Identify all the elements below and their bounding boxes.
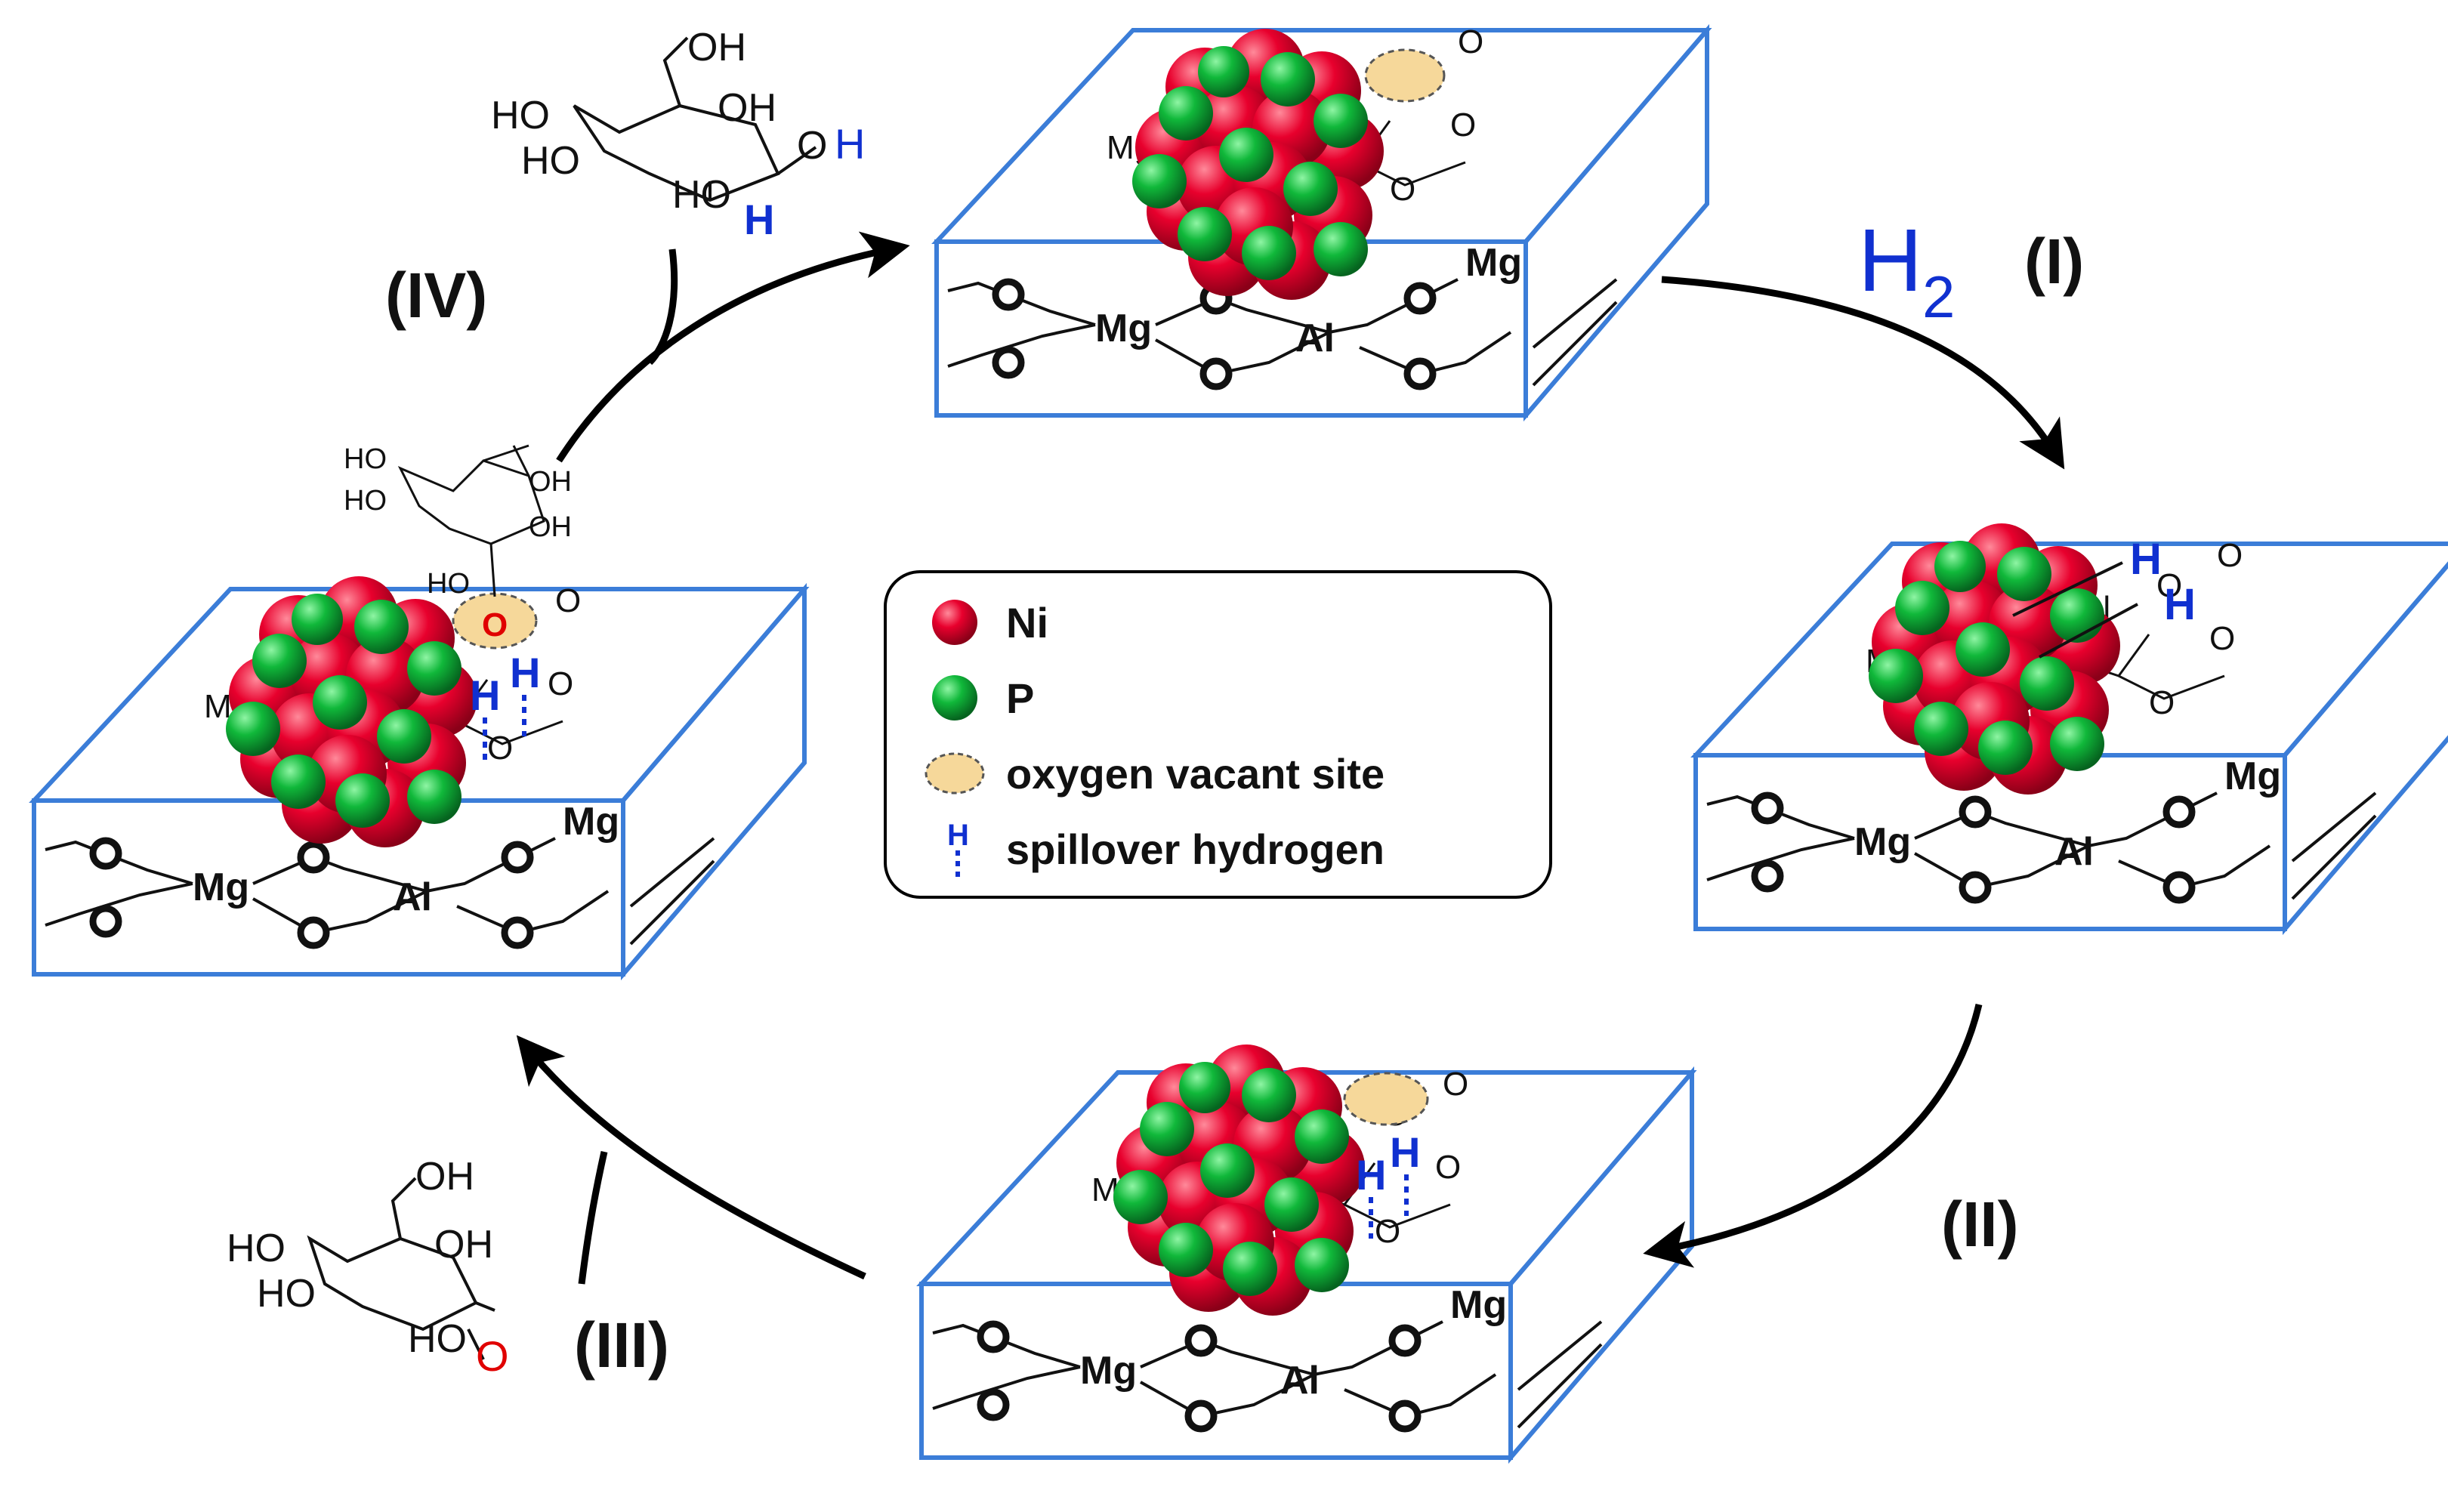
svg-text:OH: OH: [434, 1223, 493, 1267]
arrow-step-iv: [556, 231, 910, 463]
svg-text:OH: OH: [718, 86, 776, 130]
legend-label: Ni: [1006, 599, 1048, 646]
panel-left: O H H HO HO OH OH HO: [34, 443, 804, 974]
legend: Ni P oxygen vacant site H spillover hydr…: [884, 570, 1552, 899]
svg-text:OH: OH: [529, 511, 572, 543]
panel-top: [937, 23, 1707, 415]
step-label-iii: (III): [574, 1310, 669, 1381]
ni-sphere-icon: [932, 600, 977, 645]
svg-text:HO: HO: [227, 1227, 286, 1270]
svg-text:H: H: [1356, 1151, 1386, 1199]
p-sphere-icon: [932, 675, 977, 721]
legend-item-ni: Ni: [887, 585, 1549, 660]
added-h-oh: H: [835, 120, 865, 168]
h-atom-1: H: [2130, 535, 2162, 584]
step-label-i: (I): [2024, 226, 2084, 297]
arrow-step-iv-inlet: [647, 248, 678, 366]
legend-item-p: P: [887, 660, 1549, 736]
arrow-step-ii: [1643, 1003, 1983, 1268]
svg-text:H: H: [947, 819, 969, 852]
svg-text:HO: HO: [344, 443, 387, 475]
legend-label: spillover hydrogen: [1006, 825, 1385, 873]
svg-text:HO: HO: [408, 1317, 467, 1361]
svg-text:H: H: [1390, 1128, 1420, 1176]
svg-text:OH: OH: [529, 466, 572, 498]
sorbitol-molecule: HO HO OH OH O HO H H: [491, 26, 865, 243]
vacancy-ellipse-icon: [925, 752, 985, 795]
legend-item-spillover: H spillover hydrogen: [887, 811, 1549, 887]
h-atom-2: H: [2164, 580, 2196, 629]
svg-text:HO: HO: [521, 139, 580, 183]
svg-text:2: 2: [1922, 264, 1955, 330]
step-label-ii: (II): [1941, 1189, 2019, 1260]
legend-label: oxygen vacant site: [1006, 750, 1385, 798]
panel-bottom: H H: [921, 1045, 1692, 1458]
svg-text:H: H: [510, 649, 540, 696]
h2-reagent: H 2: [1858, 211, 1955, 330]
glucose-molecule: HO HO OH OH HO O: [227, 1155, 509, 1380]
svg-text:HO: HO: [491, 94, 550, 137]
vacancy-site-top: [1364, 48, 1446, 103]
svg-text:H: H: [470, 671, 500, 719]
svg-text:OH: OH: [415, 1155, 474, 1199]
added-h-c: H: [744, 196, 774, 243]
svg-text:O: O: [797, 124, 827, 168]
step-label-iv: (IV): [385, 260, 487, 331]
svg-text:HO: HO: [257, 1272, 316, 1316]
svg-text:H: H: [1858, 211, 1922, 310]
legend-label: P: [1006, 674, 1035, 722]
svg-text:HO: HO: [672, 173, 731, 217]
svg-text:HO: HO: [427, 568, 470, 600]
panel-right: H H: [1696, 523, 2448, 929]
svg-text:OH: OH: [687, 26, 746, 69]
cycle-arrows: [516, 231, 2065, 1285]
svg-text:O: O: [482, 606, 508, 643]
legend-item-vacancy: oxygen vacant site: [887, 736, 1549, 811]
arrow-step-iii-inlet: [578, 1151, 608, 1285]
svg-text:HO: HO: [344, 485, 387, 517]
carbonyl-o: O: [476, 1332, 509, 1380]
vacancy-site-bottom: [1343, 1072, 1429, 1126]
arrow-step-iii: [516, 1035, 866, 1280]
arrow-step-i: [1661, 276, 2065, 470]
spillover-h-icon: H: [947, 819, 969, 878]
